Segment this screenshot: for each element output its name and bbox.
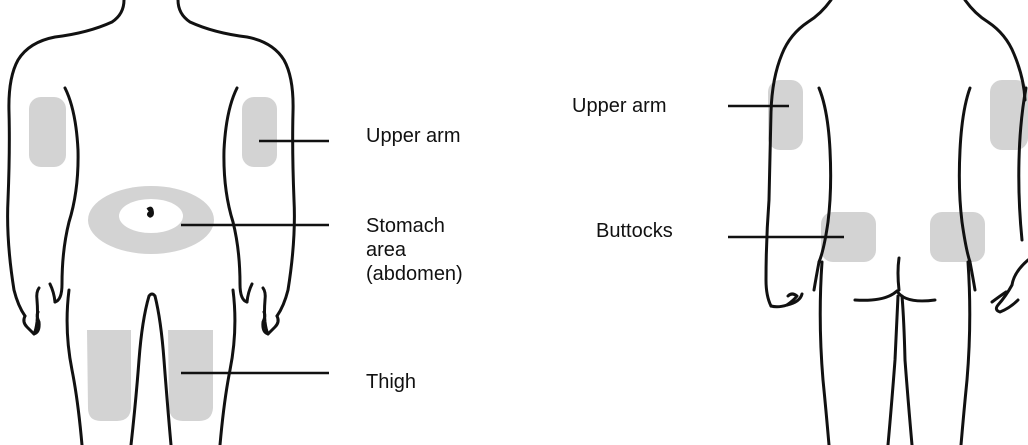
front-left-upper-arm-zone — [242, 97, 277, 167]
front-upper-arm-label: Upper arm — [366, 124, 460, 148]
stomach-label-line-2: area — [366, 238, 463, 262]
stomach-label-line-1: Stomach — [366, 214, 463, 238]
back-view — [728, 0, 1028, 445]
front-view — [8, 0, 329, 445]
front-right-thigh-zone — [87, 330, 131, 421]
front-right-upper-arm-zone — [29, 97, 66, 167]
back-buttocks-label: Buttocks — [596, 219, 673, 243]
front-left-thigh-zone — [168, 330, 213, 421]
stomach-label-line-3: (abdomen) — [366, 262, 463, 286]
back-body-outline — [766, 0, 1028, 445]
front-stomach-label: Stomach area (abdomen) — [366, 214, 463, 286]
navel-mark — [147, 207, 153, 217]
back-upper-arm-label: Upper arm — [572, 94, 666, 118]
front-thigh-label: Thigh — [366, 370, 416, 394]
back-right-buttock-zone — [930, 212, 985, 262]
